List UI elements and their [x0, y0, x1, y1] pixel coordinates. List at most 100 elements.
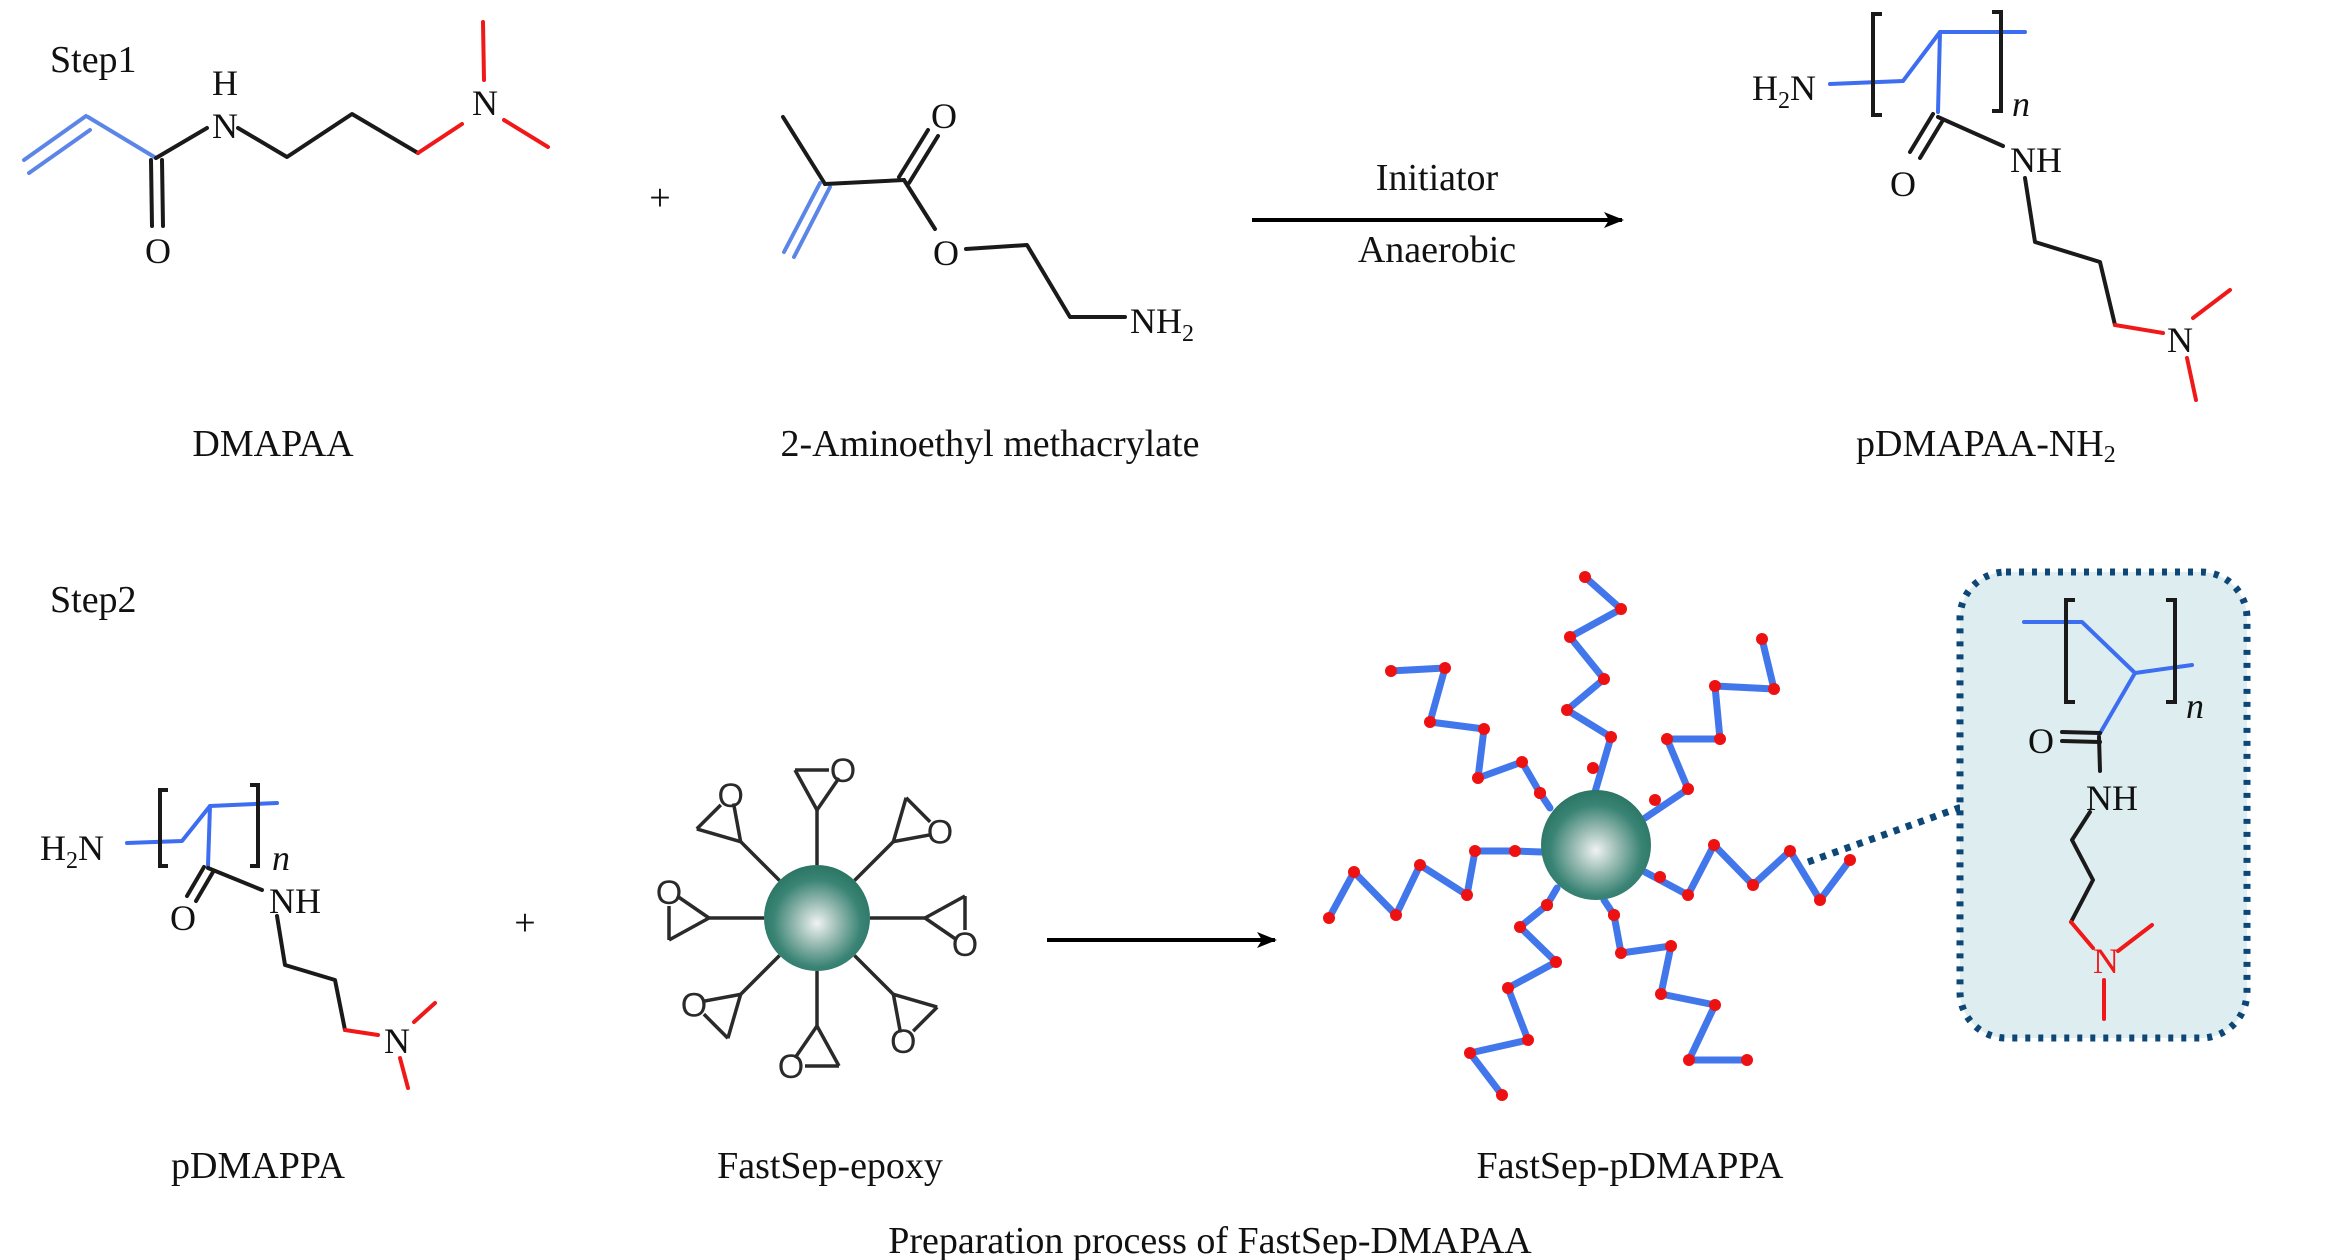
- repeat-n-label: n: [2012, 84, 2030, 124]
- inset-o-label: O: [2028, 721, 2054, 761]
- epoxide-bond: [911, 1005, 939, 1033]
- repeat-unit-inset: n O NH N: [1956, 568, 2251, 1042]
- epoxide-bond: [726, 993, 743, 1039]
- c-o-double-a: [897, 128, 930, 179]
- h2n-label: H2N: [1752, 68, 1816, 114]
- amine-group-dot: [1605, 731, 1617, 743]
- epoxide-arm: O: [695, 777, 781, 882]
- arrow-condition-anaerobic: Anaerobic: [1358, 229, 1516, 271]
- dmapaa-structure: H N O N: [22, 20, 550, 271]
- c-o-double-a: [185, 865, 206, 898]
- epoxide-bond: [668, 916, 710, 942]
- h2n-label: H2N: [40, 828, 104, 874]
- arrow-condition-initiator: Initiator: [1376, 157, 1499, 199]
- inset-c-o-double-b: [2060, 739, 2102, 744]
- inset-repeat-n-label: n: [2186, 686, 2204, 726]
- inset-nh-label: NH: [2086, 778, 2138, 818]
- epoxide-arm: O: [853, 954, 939, 1061]
- backbone: [1828, 30, 2027, 86]
- repeat-bracket-right: [250, 783, 260, 868]
- n-methyl-down: [398, 1056, 410, 1090]
- amine-group-dot: [1579, 571, 1591, 583]
- aminoethyl-methacrylate-label: 2-Aminoethyl methacrylate: [781, 423, 1200, 465]
- vinyl-single-bond: [86, 115, 158, 160]
- epoxide-arm: O: [681, 954, 781, 1040]
- carbonyl-bond-b: [160, 158, 165, 228]
- propyl-chain: [2023, 176, 2117, 327]
- amine-group-dot: [1741, 1054, 1753, 1066]
- vinyl-double-bond-a: [22, 114, 88, 162]
- epoxide-bond: [676, 894, 710, 920]
- c-o-double-b: [907, 134, 940, 185]
- amine-group-dot: [1516, 756, 1528, 768]
- epoxide-bond: [815, 1025, 841, 1067]
- amine-group-dot: [1682, 783, 1694, 795]
- carbonyl-bond-a: [149, 158, 154, 228]
- epoxide-arm: O: [778, 971, 841, 1086]
- epoxide-arm: O: [870, 894, 978, 964]
- amine-group-dot: [1502, 982, 1514, 994]
- pdmapppa-label: pDMAPPA: [171, 1145, 345, 1187]
- amine-group-dot: [1323, 912, 1335, 924]
- n-methyl-up: [2191, 288, 2232, 320]
- amine-group-dot: [1424, 716, 1436, 728]
- methylene-double-a: [782, 181, 822, 254]
- amine-group-dot: [1550, 956, 1562, 968]
- amine-group-dot: [1472, 772, 1484, 784]
- chain-backbone: [1641, 635, 1778, 822]
- amine-group-dot: [1709, 999, 1721, 1011]
- amine-group-dot: [1561, 704, 1573, 716]
- fastsep-pdmappa-label: FastSep-pDMAPPA: [1477, 1145, 1784, 1187]
- magnetic-bead: [1541, 790, 1651, 900]
- amine-group-dot: [1390, 909, 1402, 921]
- epoxide-o-label: O: [656, 874, 682, 912]
- amine-group-dot: [1478, 723, 1490, 735]
- step2-plus: +: [514, 902, 535, 944]
- carbonyl-o-label: O: [145, 231, 171, 271]
- c-nh-bond: [206, 866, 264, 892]
- amine-group-dot: [1496, 1089, 1508, 1101]
- polymer-chain: [1323, 845, 1546, 924]
- backbone: [125, 801, 279, 845]
- vinyl-double-bond-b: [27, 128, 92, 175]
- amine-group-dot: [1608, 909, 1620, 921]
- ch2-n-bond: [2113, 323, 2165, 335]
- amine-group-dot: [1661, 733, 1673, 745]
- ethyl-chain: [964, 243, 1127, 319]
- linker-bond: [739, 954, 781, 996]
- backbone-side-bond: [1936, 30, 1942, 114]
- amine-group-dot: [1683, 1054, 1695, 1066]
- amine-n-label: N: [384, 1021, 410, 1061]
- epoxide-bond: [696, 827, 742, 844]
- amine-group-dot: [1414, 859, 1426, 871]
- c-o-double-a: [1908, 112, 1935, 154]
- inset-amine-n-label: N: [2093, 941, 2119, 981]
- amine-group-dot: [1714, 733, 1726, 745]
- carbonyl-o-label: O: [1890, 164, 1916, 204]
- amine-group-dot: [1564, 631, 1576, 643]
- chain-backbone: [1600, 896, 1751, 1064]
- repeat-bracket-right: [1992, 10, 2003, 113]
- amide-n-label: N: [212, 106, 238, 146]
- pdmapppa-structure: H2N n O NH N: [40, 783, 437, 1090]
- amine-group-dot: [1756, 633, 1768, 645]
- epoxide-bond: [793, 769, 819, 811]
- amine-group-dot: [1665, 940, 1677, 952]
- amine-group-dot: [1348, 866, 1360, 878]
- epoxide-bond: [893, 832, 932, 844]
- fastsep-epoxy-label: FastSep-epoxy: [717, 1145, 943, 1187]
- epoxide-bond: [793, 1025, 819, 1059]
- amine-group-dot: [1654, 871, 1666, 883]
- carbonyl-o-label: O: [170, 898, 196, 938]
- linker-bond: [853, 840, 895, 882]
- linker-bond: [739, 840, 781, 882]
- repeat-n-label: n: [272, 838, 290, 878]
- inset-ch2-n-bond: [2069, 920, 2095, 950]
- inset-c-o-double-a: [2060, 730, 2102, 735]
- step2-title: Step2: [50, 579, 137, 621]
- epoxide-o-label: O: [778, 1048, 804, 1086]
- polymer-chain: [1464, 884, 1562, 1101]
- amine-group-dot: [1541, 899, 1553, 911]
